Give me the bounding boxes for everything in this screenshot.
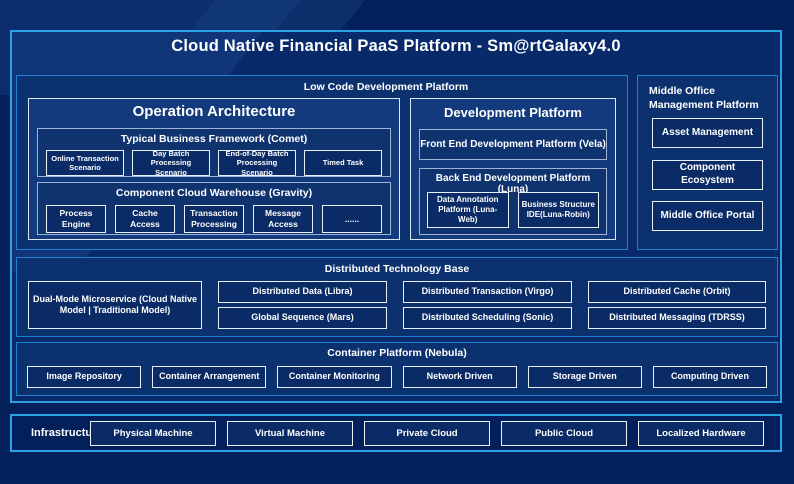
distributed-column: Distributed Transaction (Virgo) Distribu… (403, 281, 572, 329)
container-platform-title: Container Platform (Nebula) (327, 347, 467, 359)
node-timed-task: Timed Task (304, 150, 382, 176)
operation-architecture-panel: Operation Architecture Typical Business … (28, 98, 400, 240)
node-physical-machine: Physical Machine (90, 421, 216, 446)
node-front-end-development-platform-vela: Front End Development Platform (Vela) (419, 129, 607, 160)
distributed-technology-base-section: Distributed Technology Base Dual-Mode Mi… (16, 257, 778, 337)
node-online-transaction-scenario: Online Transaction Scenario (46, 150, 124, 176)
middle-office-title: Middle Office Management Platform (649, 85, 759, 111)
distributed-technology-base-title: Distributed Technology Base (324, 263, 470, 275)
low-code-development-platform-section: Low Code Development Platform Operation … (16, 75, 628, 250)
node-end-of-day-batch-processing-scenario: End-of-Day Batch Processing Scenario (218, 149, 296, 177)
node-process-engine: Process Engine (46, 205, 106, 233)
node-day-batch-processing-scenario: Day Batch Processing Scenario (132, 149, 210, 177)
node-network-driven: Network Driven (402, 366, 517, 388)
infrastructure-section: Infrastructure Physical Machine Virtual … (10, 414, 782, 452)
development-platform-title: Development Platform (444, 105, 582, 120)
container-platform-items: Image Repository Container Arrangement C… (27, 366, 768, 388)
low-code-platform-title: Low Code Development Platform (303, 81, 469, 93)
typical-business-framework-title: Typical Business Framework (Comet) (120, 133, 308, 145)
infrastructure-label: Infrastructure (31, 427, 103, 439)
node-computing-driven: Computing Driven (652, 366, 768, 388)
typical-business-framework-items: Online Transaction Scenario Day Batch Pr… (46, 149, 382, 177)
node-component-ecosystem: Component Ecosystem (652, 159, 763, 190)
distributed-column: Distributed Data (Libra) Global Sequence… (218, 281, 387, 329)
typical-business-framework-group: Typical Business Framework (Comet) Onlin… (37, 128, 391, 177)
node-localized-hardware: Localized Hardware (638, 421, 764, 446)
node-ellipsis-more: ...... (322, 205, 382, 233)
back-end-items: Data Annotation Platform (Luna-Web) Busi… (427, 192, 599, 228)
development-platform-panel: Development Platform Front End Developme… (410, 98, 616, 240)
node-transaction-processing: Transaction Processing (184, 205, 244, 233)
node-distributed-cache-orbit: Distributed Cache (Orbit) (588, 281, 766, 303)
operation-architecture-title: Operation Architecture (132, 103, 296, 120)
node-global-sequence-mars: Global Sequence (Mars) (218, 307, 387, 329)
node-middle-office-portal: Middle Office Portal (652, 201, 763, 231)
distributed-column: Distributed Cache (Orbit) Distributed Me… (588, 281, 766, 329)
node-virtual-machine: Virtual Machine (227, 421, 353, 446)
node-image-repository: Image Repository (27, 366, 142, 388)
node-distributed-transaction-virgo: Distributed Transaction (Virgo) (403, 281, 572, 303)
node-container-monitoring: Container Monitoring (277, 366, 392, 388)
node-storage-driven: Storage Driven (527, 366, 642, 388)
node-cache-access: Cache Access (115, 205, 175, 233)
node-asset-management: Asset Management (652, 118, 763, 148)
node-business-structure-ide-luna-robin: Business Structure IDE(Luna-Robin) (517, 192, 599, 228)
node-public-cloud: Public Cloud (501, 421, 627, 446)
node-distributed-scheduling-sonic: Distributed Scheduling (Sonic) (403, 307, 572, 329)
node-container-arrangement: Container Arrangement (152, 366, 267, 388)
middle-office-management-platform-section: Middle Office Management Platform Asset … (637, 75, 778, 250)
distributed-items: Dual-Mode Microservice (Cloud Native Mod… (28, 281, 766, 329)
component-cloud-warehouse-items: Process Engine Cache Access Transaction … (46, 205, 382, 233)
back-end-development-platform-group: Back End Development Platform (Luna) Dat… (419, 168, 607, 235)
back-end-development-platform-title: Back End Development Platform (Luna) (435, 173, 591, 195)
node-distributed-data-libra: Distributed Data (Libra) (218, 281, 387, 303)
component-cloud-warehouse-group: Component Cloud Warehouse (Gravity) Proc… (37, 182, 391, 235)
middle-office-items: Asset Management Component Ecosystem Mid… (652, 118, 763, 231)
node-data-annotation-platform-luna-web: Data Annotation Platform (Luna-Web) (427, 192, 509, 228)
container-platform-section: Container Platform (Nebula) Image Reposi… (16, 342, 778, 396)
node-message-access: Message Access (253, 205, 313, 233)
component-cloud-warehouse-title: Component Cloud Warehouse (Gravity) (115, 187, 313, 199)
page-title: Cloud Native Financial PaaS Platform - S… (171, 37, 621, 55)
node-private-cloud: Private Cloud (364, 421, 490, 446)
node-distributed-messaging-tdrss: Distributed Messaging (TDRSS) (588, 307, 766, 329)
infrastructure-items: Physical Machine Virtual Machine Private… (90, 421, 764, 446)
node-dual-mode-microservice: Dual-Mode Microservice (Cloud Native Mod… (28, 281, 202, 329)
